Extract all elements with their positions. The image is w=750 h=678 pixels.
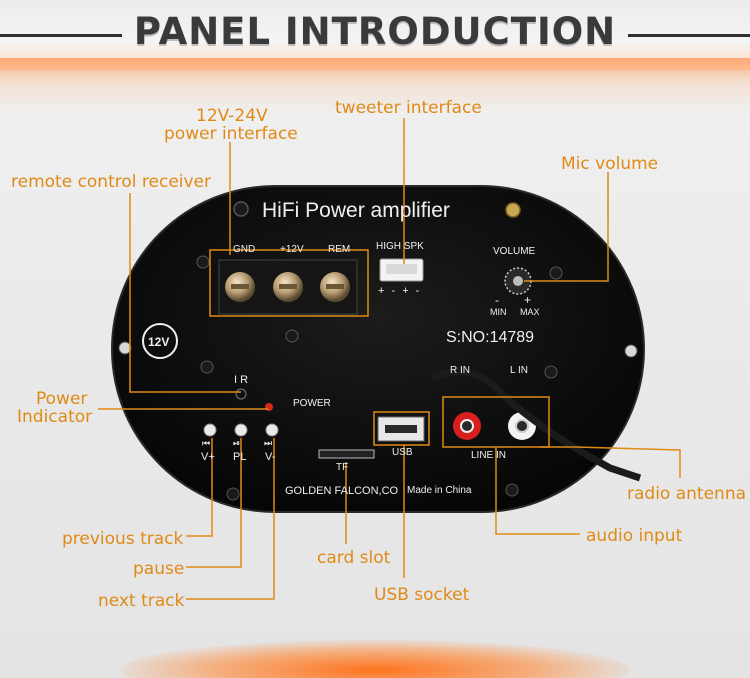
terminal-label-12v: +12V <box>280 244 304 255</box>
terminal-label-rem: REM <box>328 244 351 255</box>
mount-hole <box>226 487 240 501</box>
usb-highlight <box>373 411 430 446</box>
volume-plus: + <box>524 293 532 307</box>
callout-radio-antenna: radio antenna <box>627 484 747 504</box>
title-rule-right <box>628 34 750 37</box>
power-led <box>265 403 273 411</box>
ir-label: I R <box>234 374 249 386</box>
tweeter-polarity: + - + - <box>378 285 422 297</box>
mount-hole <box>505 483 519 497</box>
tweeter-label: HIGH SPK <box>376 241 424 252</box>
r-in-label: R IN <box>450 365 470 376</box>
terminal-highlight <box>209 249 369 317</box>
pause-label: PL <box>233 451 247 463</box>
header-glow <box>0 58 750 113</box>
antenna-cable <box>430 368 642 482</box>
prev-label: V+ <box>201 451 215 463</box>
maker-text: GOLDEN FALCON,CO <box>285 485 399 497</box>
callout-tweeter: tweeter interface <box>335 98 482 118</box>
prev-symbol: ⏮ <box>202 438 211 448</box>
tf-label: TF <box>336 462 349 473</box>
next-button <box>265 423 279 437</box>
volume-label: VOLUME <box>493 246 536 257</box>
callout-remote-receiver: remote control receiver <box>11 172 212 192</box>
tf-slot <box>318 449 375 459</box>
mount-hole <box>549 266 563 280</box>
pause-symbol: ⏯ <box>233 438 241 448</box>
ir-receiver <box>235 388 247 400</box>
line-in-label: LINE IN <box>471 450 507 461</box>
page-title: PANEL INTRODUCTION <box>133 10 617 53</box>
mount-hole <box>285 329 299 343</box>
voltage-badge <box>142 323 178 359</box>
callout-previous-track: previous track <box>62 529 184 549</box>
title-rule-left <box>0 34 122 37</box>
next-symbol: ⏭ <box>264 438 273 448</box>
voltage-badge-text: 12V <box>148 335 170 349</box>
serial-number: S:NO:14789 <box>446 329 535 346</box>
mount-hole <box>624 344 638 358</box>
callout-usb-socket: USB socket <box>374 585 470 605</box>
prev-button <box>203 423 217 437</box>
mount-hole <box>505 202 521 218</box>
callout-next-track: next track <box>98 591 185 611</box>
volume-min: MIN <box>490 307 507 317</box>
callout-pause: pause <box>133 559 185 579</box>
power-label: POWER <box>293 398 331 409</box>
callout-power-interface-2: power interface <box>164 124 298 144</box>
callout-power-indicator-2: Indicator <box>17 407 93 427</box>
mount-hole <box>544 365 558 379</box>
l-in-label: L IN <box>510 365 528 376</box>
callout-power-interface-1: 12V-24V <box>196 106 268 126</box>
volume-minus: - <box>495 293 499 307</box>
mount-hole <box>200 360 214 374</box>
mount-hole <box>196 255 210 269</box>
callout-card-slot: card slot <box>317 548 391 568</box>
usb-label: USB <box>392 447 413 458</box>
pause-button <box>234 423 248 437</box>
callout-mic-volume: Mic volume <box>561 154 659 174</box>
amplifier-plate <box>111 185 645 513</box>
terminal-screws <box>225 272 350 302</box>
next-label: V- <box>265 451 276 463</box>
made-in-text: Made in China <box>407 485 472 496</box>
terminal-label-gnd: GND <box>233 244 256 255</box>
callout-power-indicator-1: Power <box>36 389 88 409</box>
brand-text: HiFi Power amplifier <box>262 199 450 222</box>
mount-hole <box>233 201 249 217</box>
callout-audio-input: audio input <box>586 526 683 546</box>
volume-max: MAX <box>520 307 540 317</box>
mount-hole <box>118 341 132 355</box>
